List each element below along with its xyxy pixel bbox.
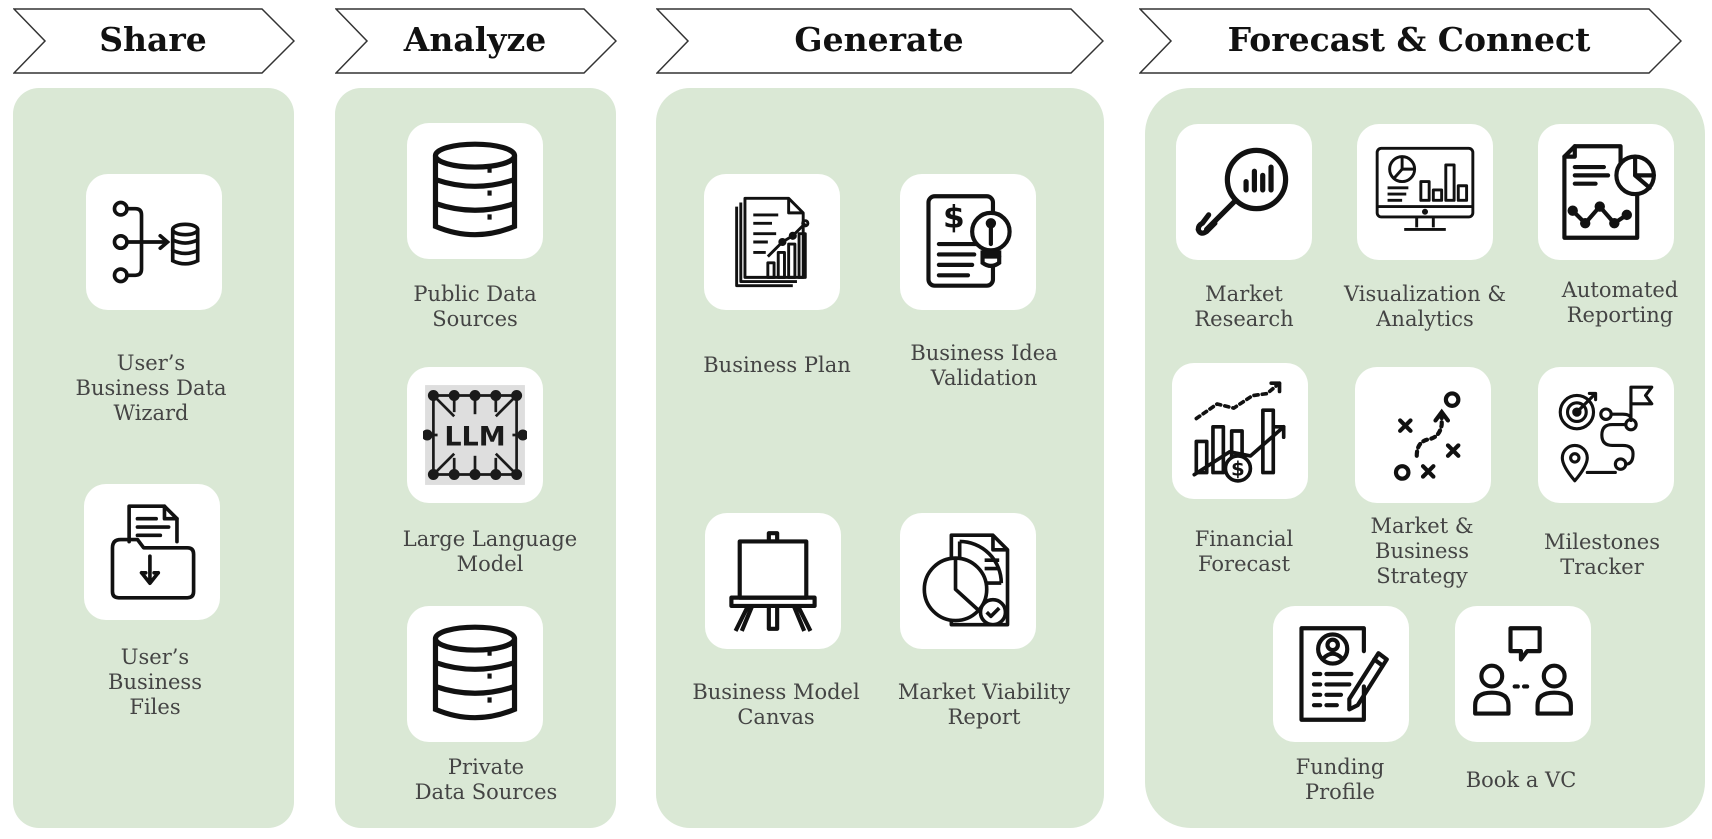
data-wizard-icon (112, 200, 200, 284)
viability-report-label: Market Viability Report (897, 680, 1071, 729)
stage-title: Generate (794, 20, 964, 59)
idea-validation-label: Business Idea Validation (910, 341, 1058, 390)
private-data-label: Private Data Sources (414, 755, 558, 804)
public-data-tile (407, 123, 543, 259)
model-canvas-tile (705, 513, 841, 649)
market-research-tile (1176, 124, 1312, 260)
book-vc-label: Book a VC (1465, 768, 1577, 792)
magnifier-chart-icon (1195, 147, 1289, 236)
model-canvas-label: Business Model Canvas (692, 680, 860, 729)
growth-chart-dollar-icon: $ (1192, 381, 1286, 483)
milestone-path-flag-icon (1558, 385, 1654, 483)
chevron-arrow-shape (13, 8, 295, 74)
stage-header-forecast-connect: Forecast & Connect (1139, 8, 1682, 74)
idea-validation-tile: $ (900, 174, 1036, 310)
dollar-document-lightbulb-icon: $ (926, 194, 1012, 288)
chevron-arrow-shape (1139, 8, 1682, 74)
database-icon (432, 624, 518, 721)
files-tile (84, 484, 220, 620)
strategy-play-icon (1393, 391, 1461, 481)
pie-chart-report-icon (922, 533, 1010, 627)
book-vc-tile (1455, 606, 1591, 742)
stage-title: Forecast & Connect (1227, 20, 1591, 59)
public-data-label: Public Data Sources (413, 282, 537, 331)
visualization-tile (1357, 124, 1493, 260)
stage-title: Analyze (403, 20, 547, 59)
llm-icon-text: LLM (444, 421, 505, 452)
svg-text:$: $ (1231, 458, 1245, 481)
private-data-tile (407, 606, 543, 742)
funding-profile-label: Funding Profile (1295, 755, 1385, 804)
market-strategy-tile (1355, 367, 1491, 503)
market-research-label: Market Research (1194, 282, 1294, 331)
easel-canvas-icon (729, 531, 817, 632)
stage-header-generate: Generate (656, 8, 1104, 74)
stage-header-analyze: Analyze (335, 8, 617, 74)
monitor-dashboard-icon (1375, 146, 1475, 231)
llm-chip-icon: LLM (423, 385, 527, 485)
database-icon (432, 141, 518, 238)
automated-reporting-tile (1538, 124, 1674, 260)
wizard-label: User’s Business Data Wizard (75, 351, 227, 425)
profile-document-pen-icon (1299, 626, 1389, 722)
financial-forecast-label: Financial Forecast (1194, 527, 1294, 576)
automated-reporting-label: Automated Reporting (1561, 278, 1679, 327)
chevron-arrow-shape (656, 8, 1104, 74)
business-plan-tile (704, 174, 840, 310)
chevron-arrow-shape (335, 8, 617, 74)
llm-label: Large Language Model (402, 527, 578, 576)
people-conversation-icon (1473, 626, 1573, 716)
funding-profile-tile (1273, 606, 1409, 742)
milestones-label: Milestones Tracker (1544, 530, 1660, 579)
milestones-tile (1538, 367, 1674, 503)
files-label: User’s Business Files (108, 645, 202, 719)
stage-header-share: Share (13, 8, 295, 74)
business-plan-label: Business Plan (703, 353, 851, 377)
business-plan-document-chart-icon (735, 196, 810, 288)
llm-tile: LLM (407, 367, 543, 503)
report-clock-chart-icon (1562, 144, 1656, 240)
visualization-label: Visualization & Analytics (1343, 282, 1507, 331)
market-strategy-label: Market & Business Strategy (1370, 514, 1474, 588)
financial-forecast-tile: $ (1172, 363, 1308, 499)
stage-title: Share (99, 20, 207, 59)
viability-report-tile (900, 513, 1036, 649)
wizard-tile (86, 174, 222, 310)
file-folder-download-icon (110, 504, 196, 600)
svg-text:$: $ (943, 199, 965, 235)
